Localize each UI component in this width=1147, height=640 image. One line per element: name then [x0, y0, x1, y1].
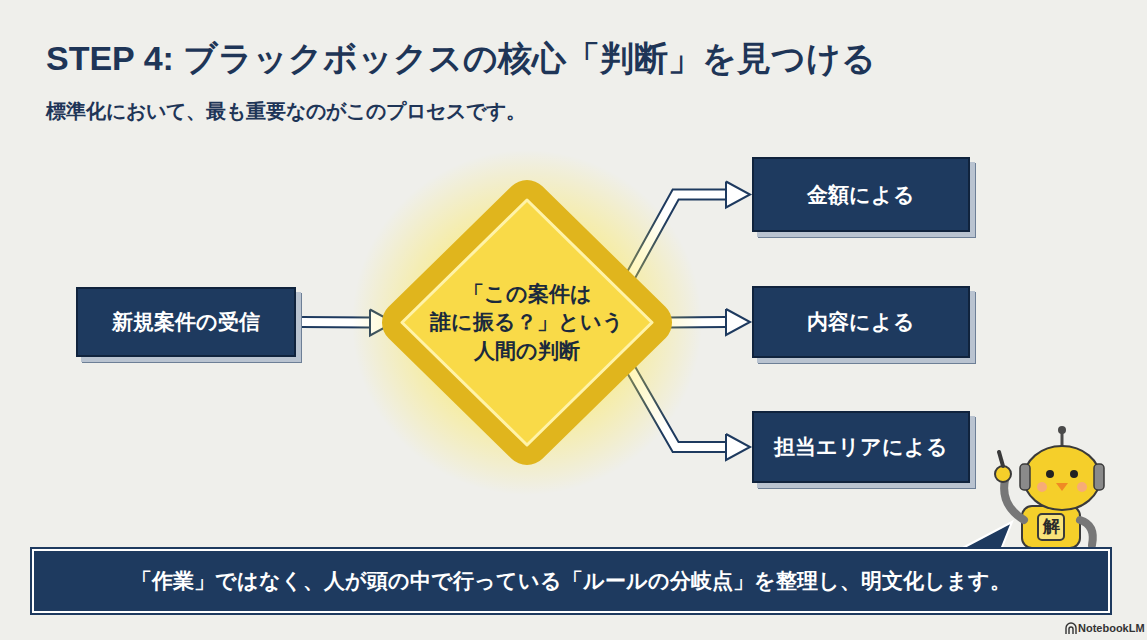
- slide-title: STEP 4: ブラックボックスの核心「判断」を見つける: [46, 36, 876, 82]
- watermark-icon: [1066, 623, 1076, 634]
- box-text: 内容による: [807, 308, 915, 336]
- process-box: 担当エリアによる: [752, 411, 970, 483]
- process-box: 金額による: [752, 157, 970, 232]
- process-box: 新規案件の受信: [76, 287, 296, 357]
- box-text: 担当エリアによる: [774, 433, 948, 461]
- banner-text: 「作業」ではなく、人が頭の中で行っている「ルールの分岐点」を整理し、明文化します…: [131, 567, 1011, 595]
- speech-tail: [955, 522, 1012, 552]
- process-box: 内容による: [752, 286, 970, 358]
- watermark: NotebookLM: [1078, 622, 1145, 634]
- mascot-robot: [995, 426, 1104, 548]
- decision-diamond: 「この案件は 誰に振る？」という 人間の判断: [382, 180, 672, 465]
- mascot-badge: 解: [1042, 515, 1060, 539]
- decision-text: 「この案件は 誰に振る？」という 人間の判断: [425, 280, 630, 365]
- speech-banner: 「作業」ではなく、人が頭の中で行っている「ルールの分岐点」を整理し、明文化します…: [32, 549, 1110, 613]
- box-text: 新規案件の受信: [112, 308, 260, 336]
- subtitle: 標準化において、最も重要なのがこのプロセスです。: [46, 98, 526, 125]
- box-text: 金額による: [807, 181, 915, 209]
